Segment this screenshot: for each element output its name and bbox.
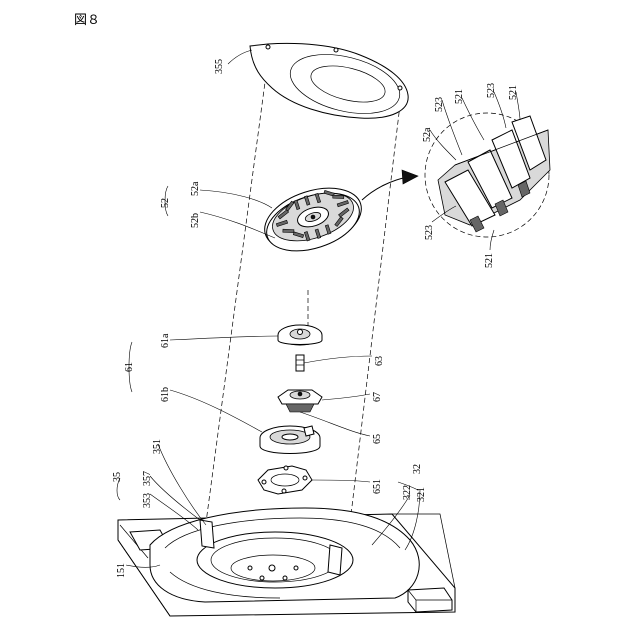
detail-label-523-top: 523 (434, 97, 445, 112)
detail-label-523-bottom: 523 (424, 225, 435, 240)
detail-label-521-top: 521 (454, 89, 465, 104)
label-32: 32 (412, 464, 423, 474)
base-ring-61b (260, 426, 320, 454)
detail-arrow (362, 170, 418, 200)
label-321: 321 (416, 487, 427, 502)
label-353: 353 (142, 493, 153, 508)
gear-67 (278, 390, 322, 412)
flange-651 (258, 466, 312, 494)
label-61a: 61a (160, 333, 171, 348)
label-52: 52 (160, 198, 171, 208)
label-67: 67 (372, 392, 383, 402)
label-65: 65 (372, 434, 383, 444)
label-63: 63 (374, 356, 385, 366)
label-52a: 52a (190, 181, 201, 196)
pin-63 (296, 355, 304, 371)
label-322: 322 (402, 485, 413, 500)
detail-label-523-top2: 523 (486, 83, 497, 98)
label-651: 651 (372, 479, 383, 494)
cap-61a (278, 325, 322, 345)
detail-label-521-top2: 521 (508, 85, 519, 100)
detail-magnified-view (425, 113, 550, 237)
label-35: 35 (112, 472, 123, 482)
reference-labels: 355 52 52a 52b 61 61a 61b 63 67 65 35 35… (112, 59, 519, 578)
stator-disc-52 (257, 177, 369, 262)
detail-label-52a: 52a (422, 127, 433, 142)
label-61b: 61b (160, 387, 171, 402)
detail-label-521-bottom: 521 (484, 253, 495, 268)
label-355: 355 (214, 59, 225, 74)
label-52b: 52b (190, 213, 201, 228)
label-357: 357 (142, 471, 153, 486)
leader-lines (117, 50, 520, 567)
label-351: 351 (152, 439, 163, 454)
figure-caption: 図８ (74, 12, 100, 27)
cover-plate-355 (250, 43, 408, 123)
base-housing (118, 508, 455, 616)
label-61: 61 (124, 362, 135, 372)
label-151: 151 (116, 563, 127, 578)
